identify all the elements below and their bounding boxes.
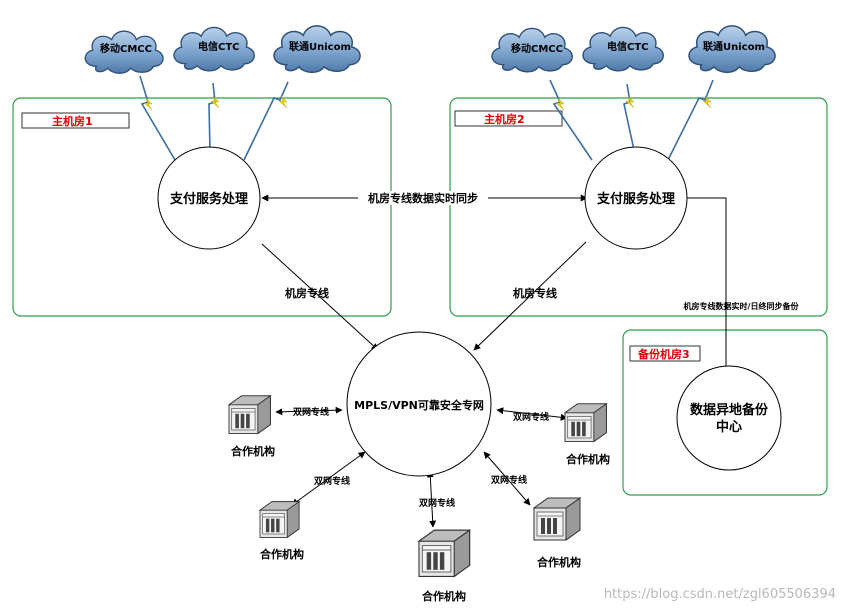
svg-text:移动CMCC: 移动CMCC xyxy=(100,42,152,55)
backup-node-label-line2: 中心 xyxy=(716,419,742,435)
room-tag-main1 xyxy=(21,112,130,129)
partner-server-1: 合作机构 xyxy=(228,395,275,458)
pay-node-room2-label: 支付服务处理 xyxy=(596,191,675,207)
partner-server-5: 合作机构 xyxy=(564,403,610,466)
backup-node-label-line1: 数据异地备份 xyxy=(690,402,769,418)
partner-label-2: 合作机构 xyxy=(260,547,304,561)
dual-link-label-3: 双网专线 xyxy=(419,497,455,509)
room-box-backup xyxy=(622,329,828,496)
dedicated-link-label-room1: 机房专线 xyxy=(285,286,329,300)
mpls-node-label: MPLS/VPN可靠安全专网 xyxy=(354,398,484,412)
pay-node-room1-label: 支付服务处理 xyxy=(169,191,248,207)
partner-server-4: 合作机构 xyxy=(533,497,581,569)
svg-text:联通Unicom: 联通Unicom xyxy=(289,40,351,53)
cloud-unicom-room1: 联通Unicom xyxy=(273,25,361,74)
dual-link-label-1: 双网专线 xyxy=(293,406,329,418)
sync-label-bg xyxy=(358,191,488,205)
room-tag-backup xyxy=(629,345,701,362)
room-box-main2 xyxy=(449,97,828,317)
dual-link-label-4: 双网专线 xyxy=(491,474,527,486)
room-tag-main2 xyxy=(454,110,563,127)
backup-sync-link-label: 机房专线数据实时/日终同步备份 xyxy=(684,301,800,311)
cloud-ctc-room1: 电信CTC xyxy=(173,26,255,72)
svg-text:电信CTC: 电信CTC xyxy=(198,40,240,53)
partner-label-1: 合作机构 xyxy=(231,444,275,458)
sync-link-label: 机房专线数据实时同步 xyxy=(368,191,478,205)
cloud-ctc-room2: 电信CTC xyxy=(582,26,664,72)
watermark: https://blog.csdn.net/zgl605506394 xyxy=(604,587,836,602)
lightning-marks xyxy=(143,95,712,111)
svg-text:移动CMCC: 移动CMCC xyxy=(511,42,563,55)
room-label-main2: 主机房2 xyxy=(484,112,525,126)
dedicated-link-label-room2: 机房专线 xyxy=(513,286,557,300)
partner-label-3: 合作机构 xyxy=(422,589,466,603)
svg-text:联通Unicom: 联通Unicom xyxy=(703,40,765,53)
backup-node xyxy=(676,365,782,471)
pay-node-room1 xyxy=(157,146,261,250)
mpls-node xyxy=(346,331,492,477)
partner-label-4: 合作机构 xyxy=(537,555,581,569)
room-label-main1: 主机房1 xyxy=(52,114,93,128)
room-box-main1 xyxy=(12,97,392,317)
cloud-cmcc-room1: 移动CMCC xyxy=(84,30,164,74)
dual-link-label-5: 双网专线 xyxy=(513,411,549,423)
partner-label-5: 合作机构 xyxy=(566,452,610,466)
svg-text:电信CTC: 电信CTC xyxy=(607,40,649,53)
partner-server-3: 合作机构 xyxy=(418,529,471,603)
partner-server-2: 合作机构 xyxy=(259,501,304,561)
room-label-backup: 备份机房3 xyxy=(637,347,690,361)
pay-node-room2 xyxy=(584,146,688,250)
cloud-unicom-room2: 联通Unicom xyxy=(688,25,776,74)
cloud-cmcc-room2: 移动CMCC xyxy=(491,27,573,73)
dual-link-label-2: 双网专线 xyxy=(314,475,350,487)
